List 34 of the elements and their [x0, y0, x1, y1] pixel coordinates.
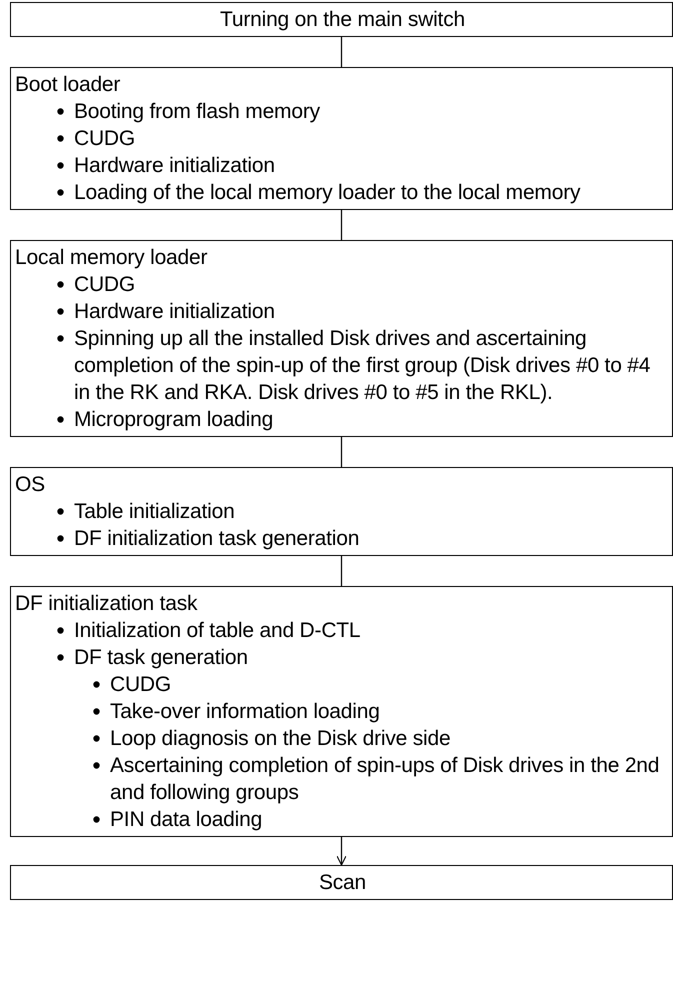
- step-item: DF initialization task generation: [74, 526, 360, 552]
- step-item: CUDG: [74, 272, 136, 298]
- step-item: DF task generation: [74, 645, 248, 671]
- step-item: Hardware initialization: [74, 299, 275, 325]
- step-title: Turning on the main switch: [219, 7, 466, 33]
- step-heading: Boot loader: [15, 72, 122, 98]
- step-item: Booting from flash memory: [74, 99, 320, 125]
- step-heading: DF initialization task: [15, 591, 198, 617]
- step-item: PIN data loading: [110, 807, 262, 833]
- process-box: [10, 467, 673, 556]
- connector-line: [340, 210, 342, 240]
- step-item: Hardware initialization: [74, 153, 275, 179]
- connector-line: [340, 437, 342, 467]
- connector-line: [340, 37, 342, 67]
- step-item: Initialization of table and D-CTL: [74, 618, 360, 644]
- step-item: Microprogram loading: [74, 407, 274, 433]
- step-item: Spinning up all the installed Disk drives and ascertaining completion of the spin-up of the first group (Disk drives #0 to #4 in the RK and RKA. Disk drives #0 to #5 in the RKL).: [74, 326, 652, 406]
- step-heading: Local memory loader: [15, 245, 208, 271]
- connector-line: [340, 556, 342, 586]
- step-item: CUDG: [110, 672, 172, 698]
- process-box: [10, 67, 673, 210]
- step-heading: OS: [15, 472, 46, 498]
- step-item: Take-over information loading: [110, 699, 380, 725]
- step-item: Loading of the local memory loader to the local memory: [74, 180, 580, 206]
- step-item: CUDG: [74, 126, 136, 152]
- step-title: Scan: [318, 870, 368, 896]
- arrow: [336, 837, 347, 866]
- step-item: Loop diagnosis on the Disk drive side: [110, 726, 450, 752]
- process-box: [10, 586, 673, 837]
- process-box: [10, 865, 673, 900]
- step-item: Ascertaining completion of spin-ups of Disk drives in the 2nd and following groups: [110, 753, 660, 806]
- process-box: [10, 240, 673, 437]
- step-item: Table initialization: [74, 499, 235, 525]
- process-box: [10, 2, 673, 37]
